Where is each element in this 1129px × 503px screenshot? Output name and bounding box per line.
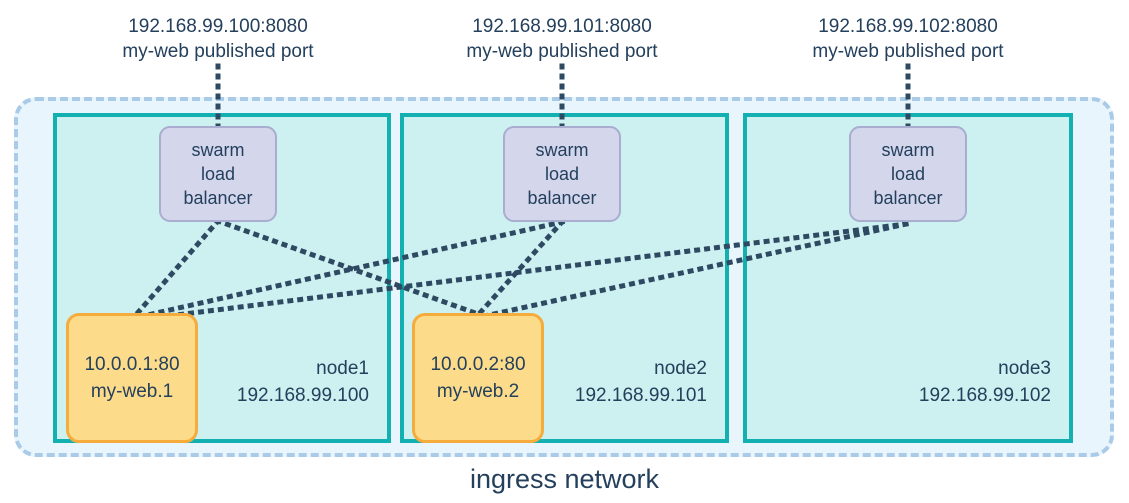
published-port-label-node3: 192.168.99.102:8080 my-web published por… [778, 14, 1038, 64]
published-port-label-node1: 192.168.99.100:8080 my-web published por… [88, 14, 348, 64]
lb-label-line2: load [200, 164, 236, 184]
task-address: 10.0.0.1:80 [84, 354, 180, 375]
swarm-load-balancer-node1[interactable]: swarm load balancer [159, 126, 277, 222]
lb-label-line3: balancer [527, 188, 597, 208]
published-port-address: 192.168.99.101:8080 [472, 16, 652, 37]
node-ip-node3: 192.168.99.102 [918, 385, 1051, 406]
lb-label-line1: swarm [881, 140, 935, 160]
lb-label-line3: balancer [873, 188, 943, 208]
node-caption-node1: node1 192.168.99.100 [237, 355, 369, 409]
service-task-my-web-2[interactable]: 10.0.0.2:80 my-web.2 [412, 313, 544, 443]
node-name-node3: node3 [998, 358, 1051, 379]
node-ip-node2: 192.168.99.101 [574, 385, 707, 406]
node-name-node2: node2 [654, 358, 707, 379]
published-port-description: my-web published port [122, 41, 314, 62]
swarm-load-balancer-node3[interactable]: swarm load balancer [849, 126, 967, 222]
lb-label-line2: load [544, 164, 580, 184]
node-caption-node3: node3 192.168.99.102 [919, 355, 1051, 409]
lb-label-line1: swarm [191, 140, 245, 160]
task-address: 10.0.0.2:80 [430, 354, 526, 375]
published-port-address: 192.168.99.100:8080 [128, 16, 308, 37]
published-port-address: 192.168.99.102:8080 [818, 16, 998, 37]
task-name: my-web.2 [436, 381, 520, 402]
published-port-description: my-web published port [466, 41, 658, 62]
lb-label-line3: balancer [183, 188, 253, 208]
swarm-load-balancer-node2[interactable]: swarm load balancer [503, 126, 621, 222]
node-caption-node2: node2 192.168.99.101 [575, 355, 707, 409]
node-ip-node1: 192.168.99.100 [236, 385, 369, 406]
task-name: my-web.1 [90, 381, 174, 402]
service-task-my-web-1[interactable]: 10.0.0.1:80 my-web.1 [66, 313, 198, 443]
node-name-node1: node1 [316, 358, 369, 379]
published-port-description: my-web published port [812, 41, 1004, 62]
lb-label-line2: load [890, 164, 926, 184]
ingress-network-caption: ingress network [469, 464, 660, 494]
published-port-label-node2: 192.168.99.101:8080 my-web published por… [432, 14, 692, 64]
lb-label-line1: swarm [535, 140, 589, 160]
